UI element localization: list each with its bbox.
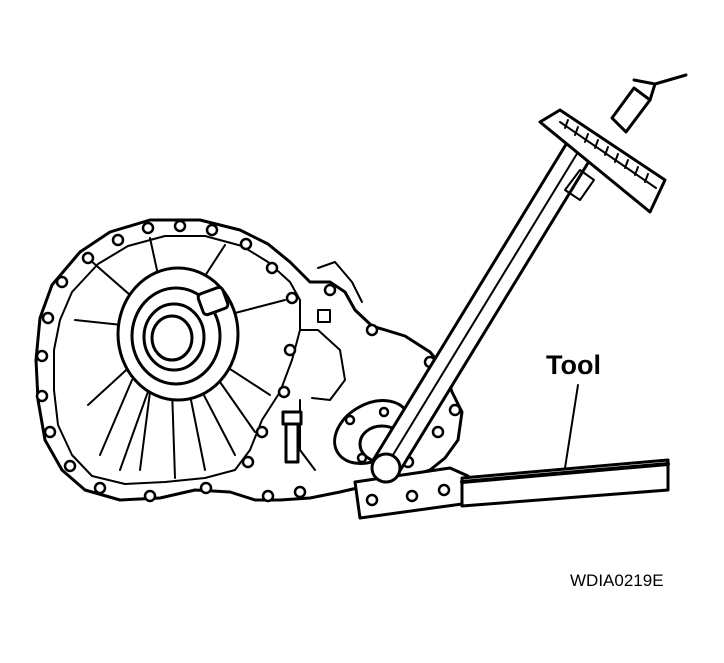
figure-code: WDIA0219E bbox=[570, 571, 664, 590]
tool-label: Tool bbox=[546, 350, 601, 380]
torque-wrench bbox=[370, 73, 688, 484]
tool-leader-line bbox=[564, 384, 579, 469]
bearing-housing bbox=[116, 266, 240, 402]
flange-bolt-holes bbox=[35, 219, 462, 503]
rear-housing bbox=[281, 261, 363, 471]
